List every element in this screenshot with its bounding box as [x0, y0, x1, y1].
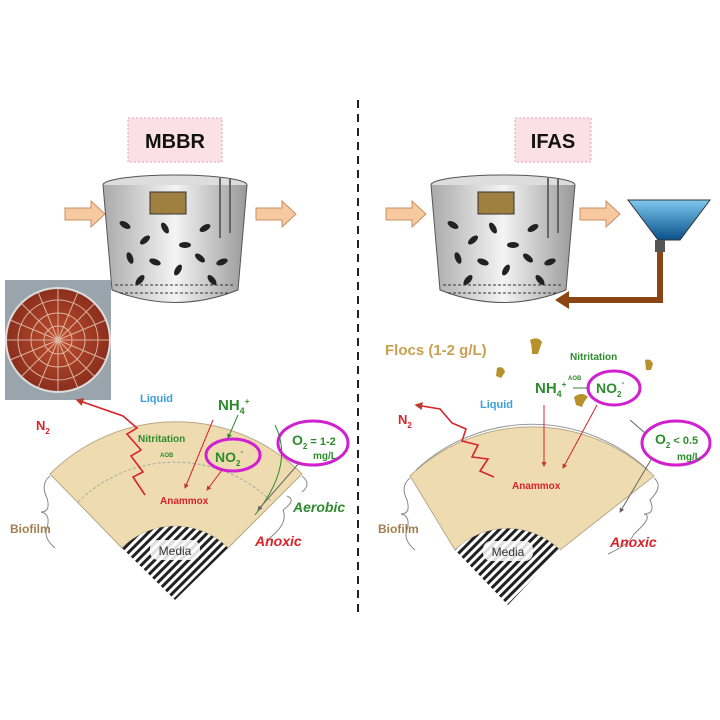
o2-highlight	[276, 419, 350, 467]
ifas-biofilm-section: Media Biofilm Flocs (1-2 g/L) Nitritatio…	[378, 338, 712, 605]
ifas-title: IFAS	[531, 131, 575, 153]
anammox-label: Anammox	[160, 496, 209, 507]
nh4-to-no2-arrow	[227, 414, 239, 439]
media-hatch	[122, 526, 228, 600]
outflow-arrow-right	[579, 199, 621, 229]
flocs-label: Flocs (1-2 g/L)	[385, 342, 487, 359]
no2-label: NO2-	[596, 378, 624, 399]
nitritation-label: Nitritation	[570, 352, 617, 363]
carrier-media-photo	[5, 280, 111, 400]
nitritation-label: Nitritation	[138, 434, 185, 445]
n2-label: N2	[36, 418, 50, 436]
biofilm-brace	[40, 475, 56, 549]
n2-release-arrow	[414, 402, 495, 478]
no2-highlight	[586, 369, 642, 407]
ifas-title-box: IFAS	[514, 117, 592, 163]
liquid-label: Liquid	[480, 399, 513, 411]
no2-to-anammox-arrow	[206, 469, 223, 491]
o2-unit: mg/L	[313, 451, 337, 462]
o2-label: O2 < 0.5	[655, 431, 698, 450]
mbbr-reactor-tank	[102, 174, 248, 303]
anammox-label: Anammox	[512, 481, 561, 492]
nh4-to-anammox-arrow	[184, 419, 214, 489]
n2-label: N2	[398, 412, 412, 430]
aerobic-label: Aerobic	[292, 499, 345, 515]
ifas-reactor-tank	[430, 174, 576, 304]
nh4-label: NH4+	[218, 397, 250, 416]
no2-highlight	[204, 437, 262, 473]
o2-unit: mg/L	[677, 452, 701, 463]
nh4-label: NH4+	[535, 380, 567, 399]
o2-highlight	[640, 419, 712, 467]
outflow-arrow-left	[255, 199, 297, 229]
aob-label: AOB	[160, 453, 174, 459]
inflow-arrow-left	[64, 199, 106, 229]
inflow-arrow-right	[385, 199, 427, 229]
anoxic-label: Anoxic	[609, 534, 657, 550]
anoxic-label: Anoxic	[254, 533, 302, 549]
media-label: Media	[492, 545, 525, 559]
sludge-return-arrowhead	[555, 291, 569, 309]
biofilm-label: Biofilm	[378, 522, 419, 536]
n2-release-arrow	[75, 398, 146, 496]
media-label: Media	[159, 544, 192, 558]
mbbr-biofilm-section: Media Biofilm Liquid Nitritation AOB Ana…	[10, 393, 350, 600]
o2-label: O2 = 1-2	[292, 432, 336, 451]
no2-label: NO2-	[215, 447, 243, 468]
media-hatch	[455, 528, 560, 605]
floc-particles	[496, 338, 653, 407]
sludge-return-line	[565, 252, 663, 303]
mbbr-title-box: MBBR	[127, 117, 223, 163]
no2-to-anammox-arrow	[562, 404, 598, 469]
clarifier	[627, 199, 711, 252]
aob-label: AOB	[568, 376, 582, 382]
liquid-label: Liquid	[140, 393, 173, 405]
biofilm-label: Biofilm	[10, 522, 51, 536]
mbbr-title: MBBR	[145, 131, 206, 153]
